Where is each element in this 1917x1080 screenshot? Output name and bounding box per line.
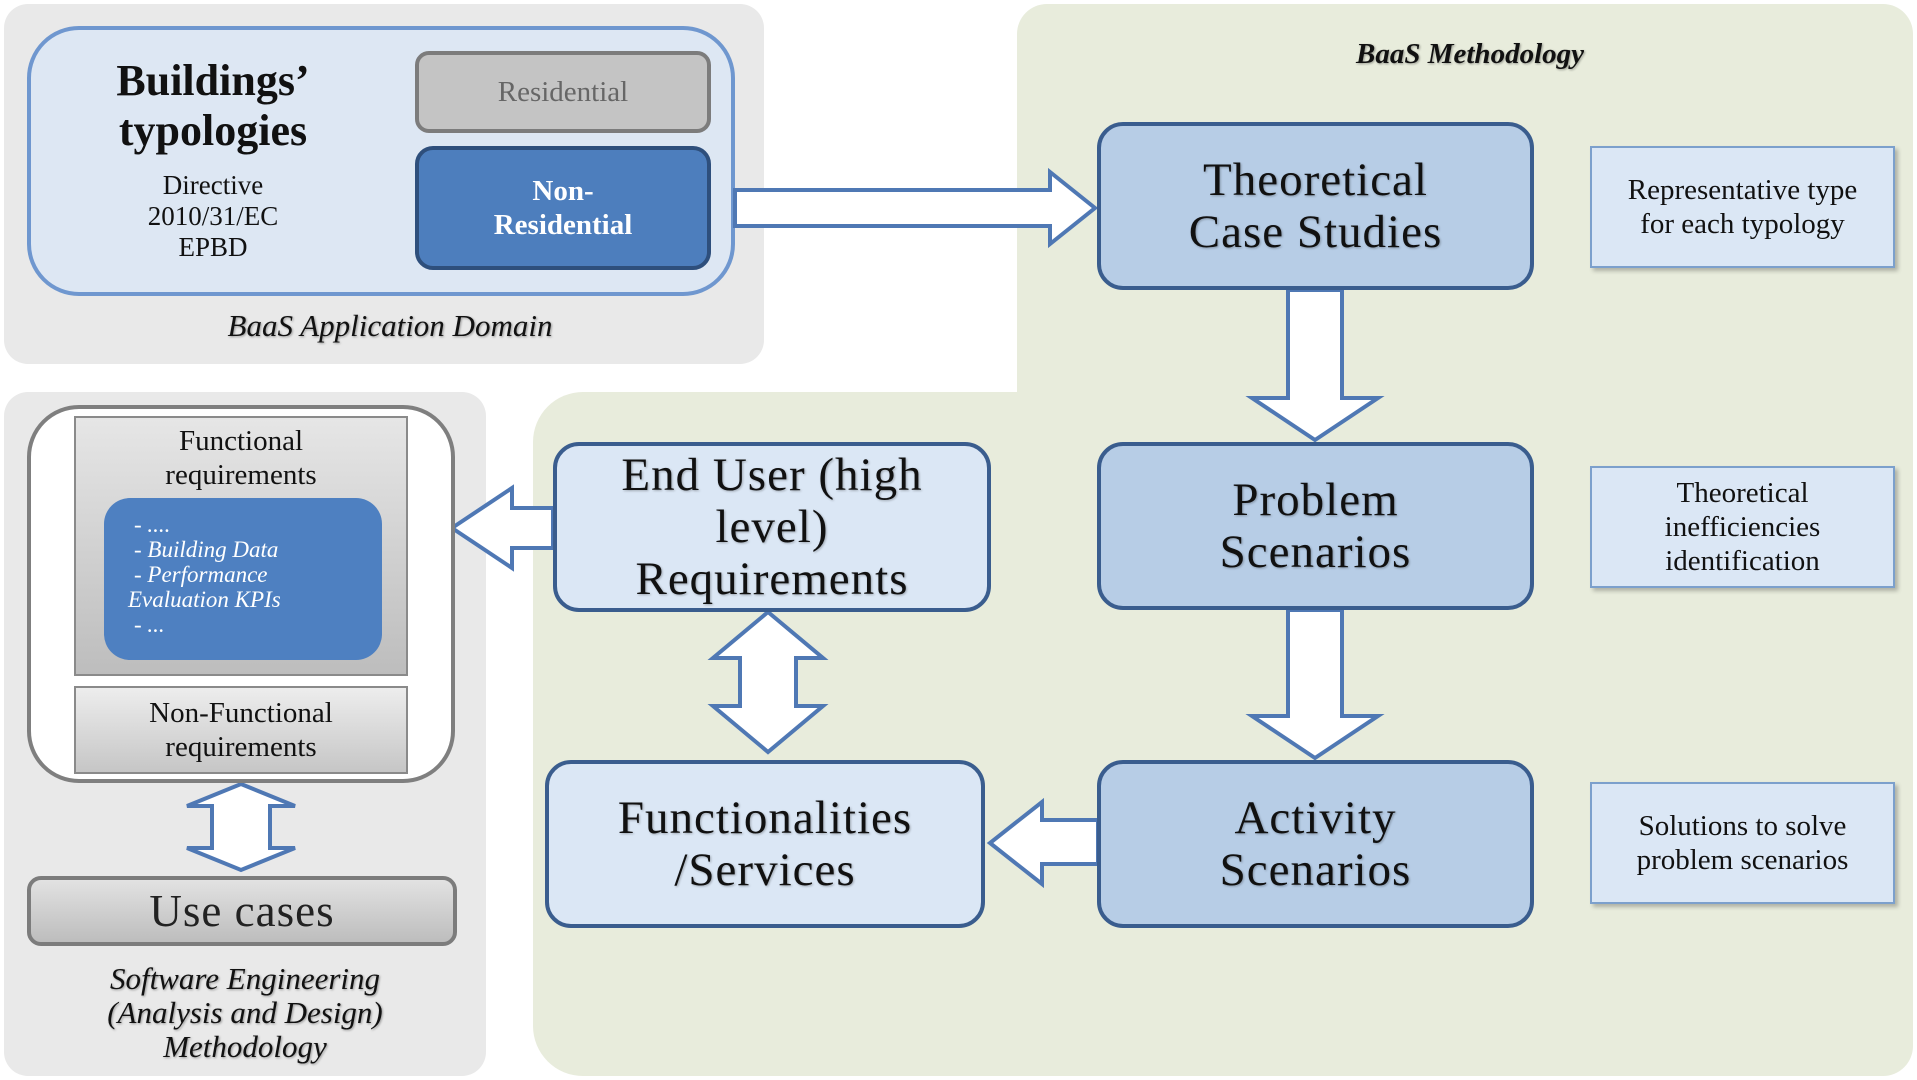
typologies-title: Buildings’ typologies bbox=[116, 56, 310, 155]
note-representative-type: Representative type for each typology bbox=[1590, 146, 1895, 268]
functional-item: - ... bbox=[134, 612, 165, 637]
application-domain-label: BaaS Application Domain bbox=[227, 308, 553, 343]
end-user-requirements-box: End User (high level) Requirements bbox=[553, 442, 991, 612]
non-functional-requirements-label: Non-Functional requirements bbox=[149, 697, 333, 763]
functional-item: - Building Data bbox=[134, 537, 279, 562]
directive-text: Directive 2010/31/EC EPBD bbox=[68, 170, 358, 263]
arrow-requirements-usecases bbox=[186, 781, 296, 873]
note-representative-text: Representative type for each typology bbox=[1627, 174, 1858, 240]
problem-scenarios-label: Problem Scenarios bbox=[1219, 474, 1412, 578]
note-theoretical-inefficiencies: Theoretical inefficiencies identificatio… bbox=[1590, 466, 1895, 588]
directive-line: 2010/31/EC bbox=[147, 201, 279, 231]
software-engineering-label-line: Software Engineering bbox=[109, 961, 381, 996]
note-solutions-text: Solutions to solve problem scenarios bbox=[1636, 810, 1849, 876]
software-engineering-label: Software Engineering (Analysis and Desig… bbox=[20, 962, 470, 1064]
theoretical-case-studies-label: Theoretical Case Studies bbox=[1188, 154, 1443, 258]
problem-scenarios-box: Problem Scenarios bbox=[1097, 442, 1534, 610]
functional-item: - Performance bbox=[134, 562, 268, 587]
residential-box: Residential bbox=[415, 51, 711, 133]
functional-item: - .... bbox=[134, 512, 171, 537]
note-solutions: Solutions to solve problem scenarios bbox=[1590, 782, 1895, 904]
arrow-enduser-functionalities bbox=[707, 609, 829, 755]
functionalities-services-box: Functionalities /Services bbox=[545, 760, 985, 928]
use-cases-box: Use cases bbox=[27, 876, 457, 946]
functional-item: Evaluation KPIs bbox=[128, 587, 281, 612]
arrow-enduser-to-requirements bbox=[448, 484, 555, 572]
activity-scenarios-label: Activity Scenarios bbox=[1219, 792, 1412, 896]
non-residential-box: Non-Residential bbox=[415, 146, 711, 270]
functionalities-services-label: Functionalities /Services bbox=[617, 792, 913, 896]
software-engineering-label-line: Methodology bbox=[163, 1029, 327, 1064]
functional-requirements-title: Functional requirements bbox=[165, 425, 317, 491]
software-engineering-label-line: (Analysis and Design) bbox=[107, 995, 383, 1030]
directive-line: Directive bbox=[162, 170, 264, 200]
non-residential-label: Non-Residential bbox=[493, 175, 633, 241]
methodology-label: BaaS Methodology bbox=[1356, 38, 1584, 70]
directive-line: EPBD bbox=[178, 232, 248, 262]
non-functional-requirements-box: Non-Functional requirements bbox=[74, 686, 408, 774]
note-inefficiencies-text: Theoretical inefficiencies identificatio… bbox=[1664, 477, 1821, 577]
activity-scenarios-box: Activity Scenarios bbox=[1097, 760, 1534, 928]
functional-requirements-list: - .... - Building Data - Performance Eva… bbox=[104, 498, 382, 660]
end-user-requirements-label: End User (high level) Requirements bbox=[621, 449, 923, 605]
arrow-domain-to-theoretical bbox=[733, 167, 1099, 249]
arrow-theoretical-to-problem bbox=[1245, 288, 1385, 443]
arrow-problem-to-activity bbox=[1245, 608, 1385, 761]
theoretical-case-studies-box: Theoretical Case Studies bbox=[1097, 122, 1534, 290]
arrow-activity-to-functionalities bbox=[986, 797, 1100, 889]
